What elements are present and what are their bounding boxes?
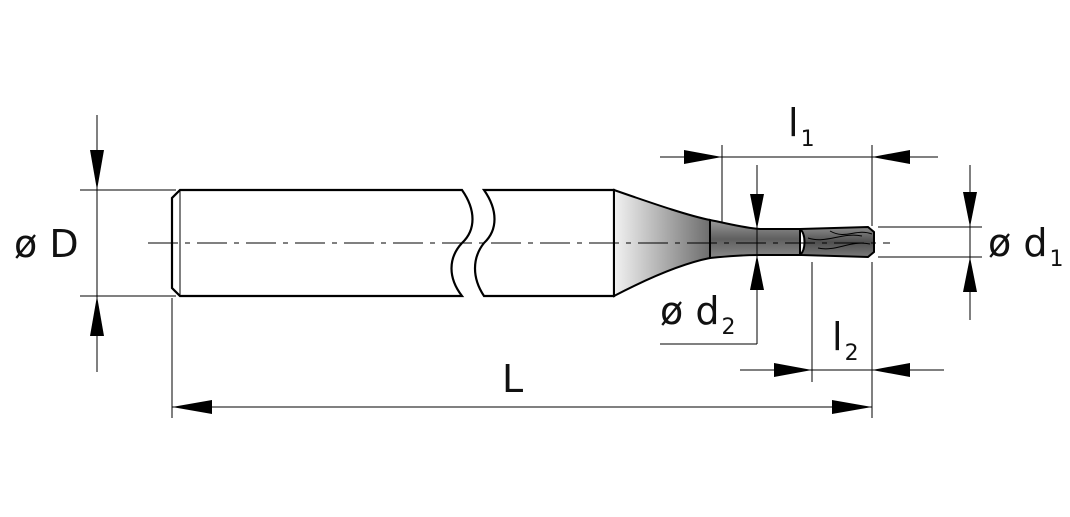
- dimension-neck-diameter: ø d2: [660, 165, 764, 345]
- shank-left-segment: [170, 188, 474, 298]
- cutting-flutes: [797, 225, 875, 259]
- cutting-diameter-subscript: 1: [1049, 247, 1063, 272]
- svg-text:ø d2: ø d2: [660, 289, 735, 340]
- neck-diameter-label: ø d: [660, 289, 719, 333]
- cutting-length-subscript: 2: [845, 341, 859, 366]
- shank-right-segment: [473, 188, 616, 298]
- cutting-length-label: l: [832, 315, 843, 359]
- dimension-cutting-length: l2: [740, 262, 944, 382]
- overall-length-label: L: [502, 357, 523, 401]
- reach-length-subscript: 1: [801, 127, 815, 152]
- tool-body: [170, 188, 875, 298]
- reach-length-label: l: [788, 101, 799, 145]
- dimension-shank-diameter: ø D: [14, 115, 176, 372]
- neck: [709, 218, 801, 260]
- cutting-diameter-label: ø d: [988, 221, 1047, 265]
- neck-diameter-subscript: 2: [721, 315, 735, 340]
- shank-diameter-label: ø D: [14, 222, 79, 266]
- dimension-reach-length: l1: [660, 101, 938, 226]
- dimension-overall-length: L: [171, 262, 873, 418]
- svg-text:ø d1: ø d1: [988, 221, 1063, 272]
- svg-text:l2: l2: [832, 315, 859, 366]
- dimension-cutting-diameter: ø d1: [878, 165, 1063, 320]
- svg-text:l1: l1: [788, 101, 815, 152]
